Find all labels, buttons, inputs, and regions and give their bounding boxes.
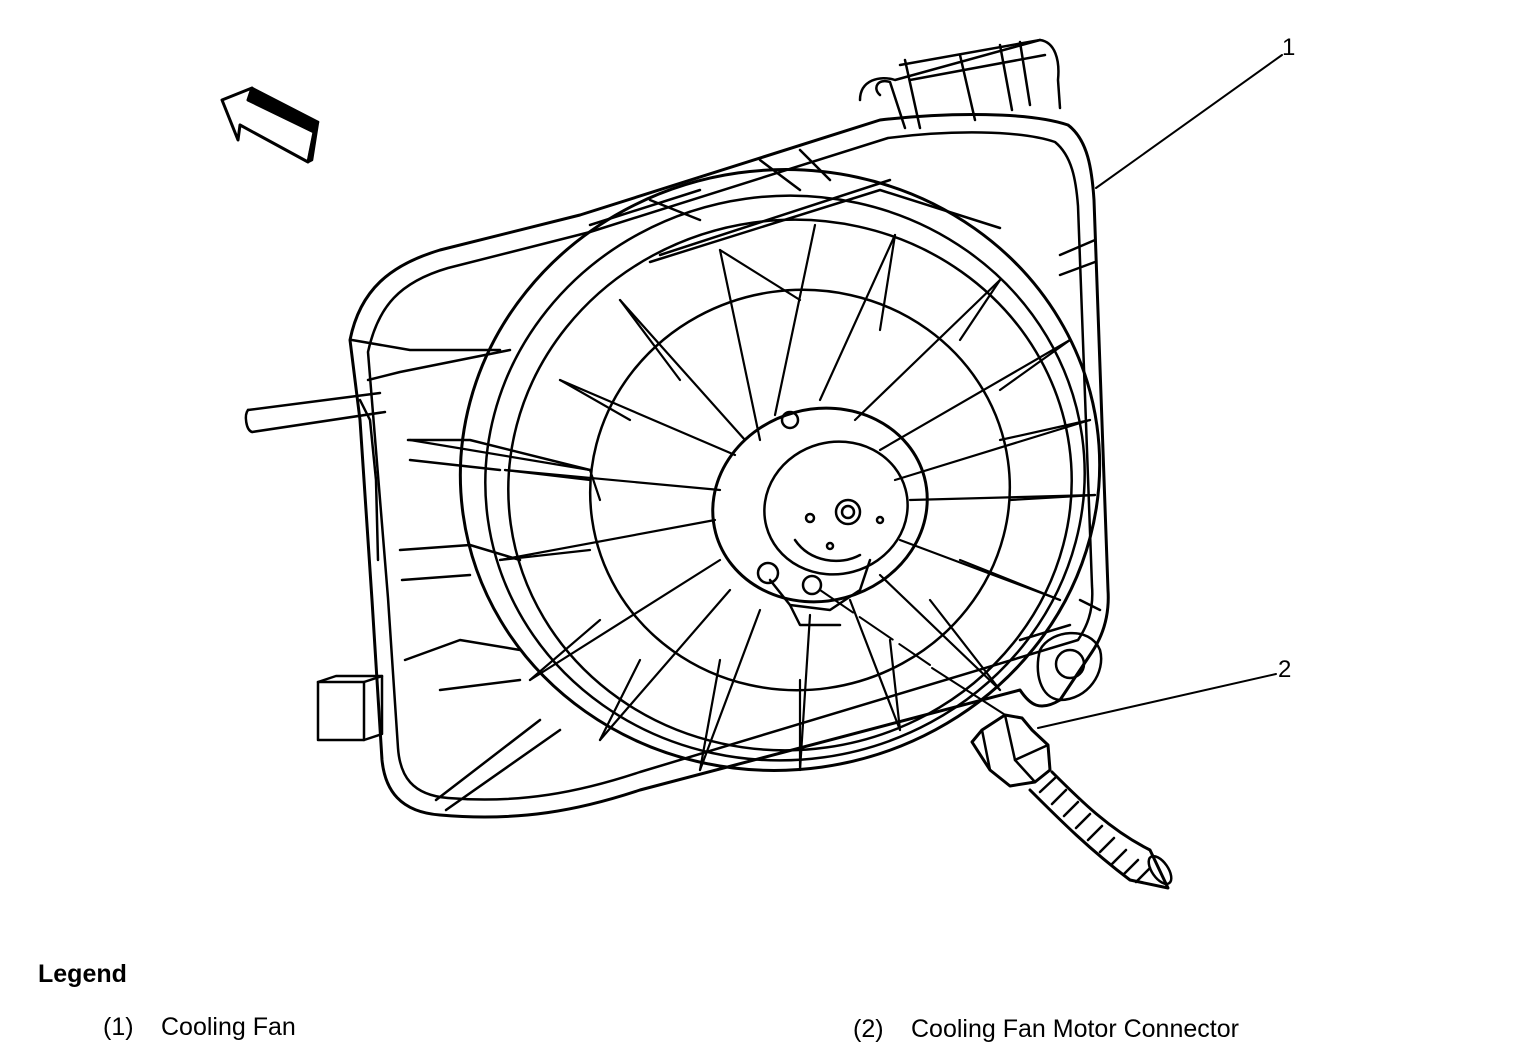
motor-connector <box>970 713 1173 890</box>
fan-motor <box>711 406 929 627</box>
callout-2: 2 <box>1278 656 1292 683</box>
leader-lines <box>819 54 1283 729</box>
callout-1: 1 <box>1282 34 1296 61</box>
legend-item-number: (2) <box>853 1015 884 1043</box>
legend-item-label: Cooling Fan <box>161 1013 296 1041</box>
legend-title: Legend <box>38 960 127 988</box>
legend-item-cooling-fan-motor-connector: (2) Cooling Fan Motor Connector <box>853 1015 1239 1044</box>
fan-blades <box>408 223 1097 772</box>
legend-item-number: (1) <box>103 1013 134 1041</box>
legend-item-cooling-fan: (1) Cooling Fan <box>103 1013 296 1042</box>
direction-arrow-icon <box>220 86 320 164</box>
fan-ring <box>458 148 1102 772</box>
fan-shroud <box>244 38 1110 819</box>
cooling-fan-diagram <box>220 38 1283 890</box>
legend-item-label: Cooling Fan Motor Connector <box>911 1015 1239 1043</box>
